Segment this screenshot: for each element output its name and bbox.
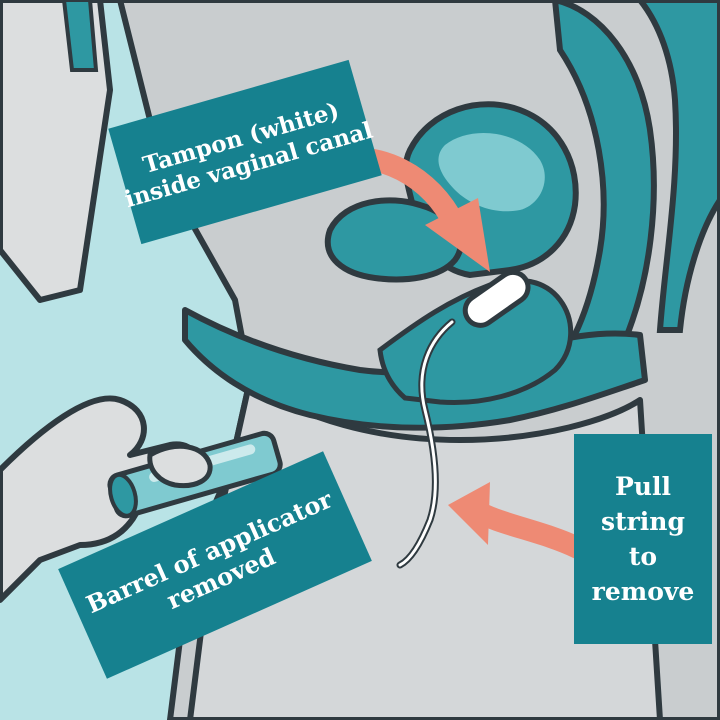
- pelvic-floor: [182, 307, 648, 431]
- uterus-inner: [438, 133, 545, 212]
- spine-teal: [636, 0, 720, 333]
- bladder: [324, 197, 464, 283]
- tampon-string-highlight: [398, 320, 454, 567]
- pull-label-box: [574, 434, 712, 644]
- tampon: [462, 269, 531, 328]
- teal-strip: [61, 0, 99, 72]
- pull-label-line-4: remove: [591, 577, 695, 606]
- pull-label-line-3: to: [628, 542, 658, 571]
- pull-label-line-2: string: [601, 507, 685, 536]
- arrow-to-tampon-head: [425, 198, 490, 272]
- thumb: [147, 443, 213, 489]
- arrow-pull-head: [448, 482, 490, 545]
- pull-label: Pull string to remove: [574, 434, 712, 644]
- back-strip: [0, 0, 113, 303]
- pull-label-line-1: Pull: [615, 472, 671, 501]
